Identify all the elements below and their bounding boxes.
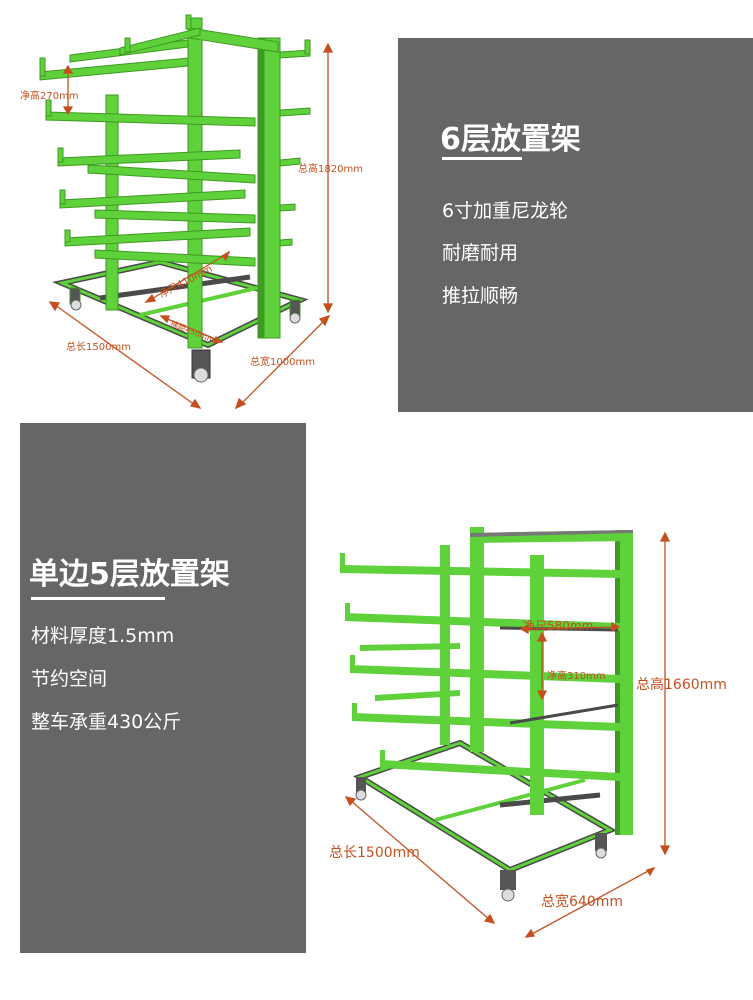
rack1-title: 6层放置架: [440, 122, 581, 157]
rack1-feature-item: 耐磨耐用: [442, 242, 519, 264]
rack2-feature-item: 材料厚度1.5mm: [31, 625, 175, 647]
rack1-photo: [0, 0, 395, 420]
rack2-photo: [320, 515, 753, 960]
rack2-feature-item: 节约空间: [31, 668, 108, 690]
rack1-total-width-label: 总宽1000mm: [250, 357, 315, 368]
rack1-title-underline: [442, 157, 522, 160]
rack1-feature-item: 6寸加重尼龙轮: [442, 200, 569, 222]
rack1-total-height-label: 总高1820mm: [298, 164, 363, 175]
rack2-total-height-label: 总高1660mm: [636, 677, 727, 693]
rack2-feature-item: 整车承重430公斤: [31, 711, 182, 733]
rack2-total-length-label: 总长1500mm: [329, 845, 420, 861]
rack2-title-underline: [31, 597, 165, 600]
rack2-total-width-label: 总宽640mm: [541, 894, 623, 910]
rack2-clear-size-label: 净尺580mm: [523, 619, 594, 633]
rack1-clear-height-label: 净高270mm: [20, 91, 79, 102]
rack2-clear-height-label: 净高310mm: [547, 671, 606, 682]
rack1-total-length-label: 总长1500mm: [66, 342, 131, 353]
rack2-info-panel: 单边5层放置架 材料厚度1.5mm 节约空间 整车承重430公斤: [20, 423, 306, 953]
rack1-illustration: [39, 14, 334, 410]
rack2-illustration: [340, 527, 671, 938]
rack1-info-panel: 6层放置架 6寸加重尼龙轮 耐磨耐用 推拉顺畅: [398, 38, 753, 412]
rack1-feature-item: 推拉顺畅: [442, 285, 519, 307]
rack2-title: 单边5层放置架: [29, 557, 230, 592]
